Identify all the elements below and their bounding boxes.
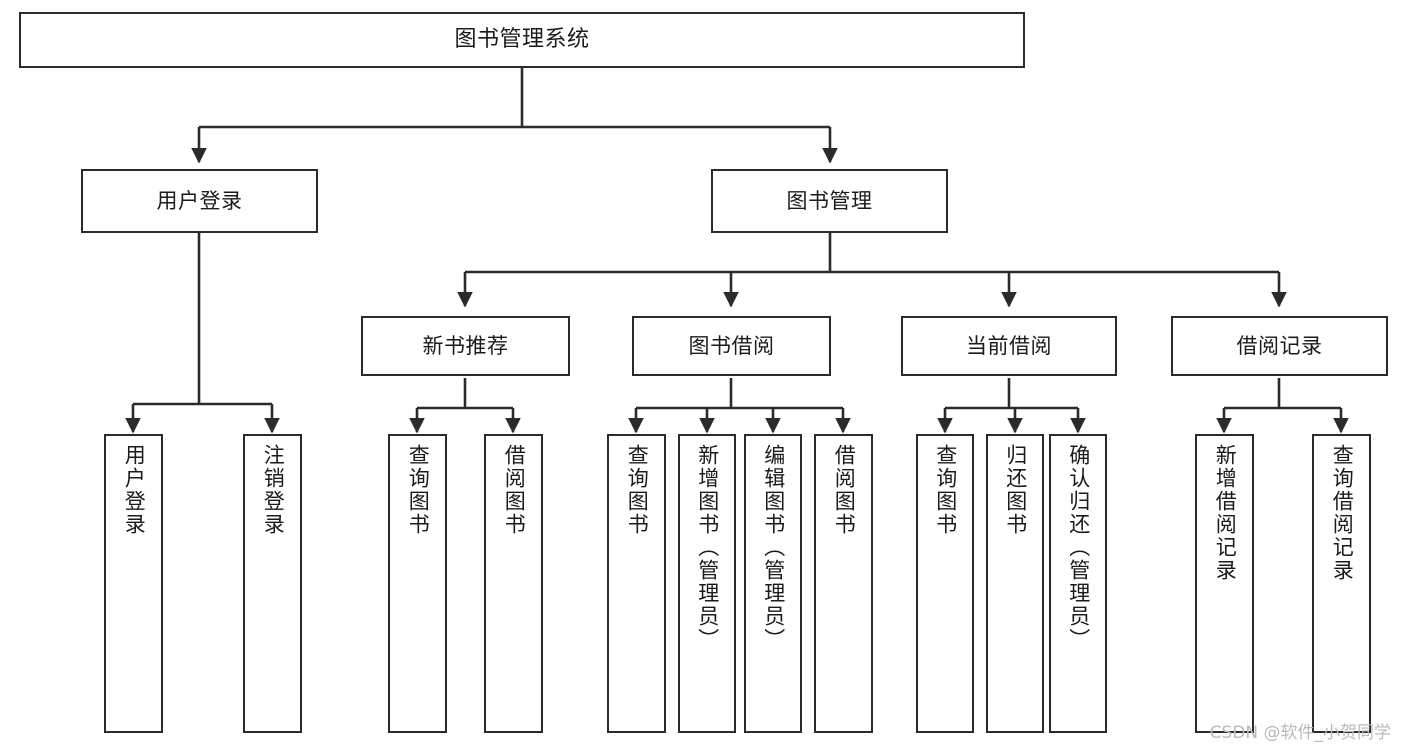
node-leaf-query-book-3-label: 查询图书 bbox=[933, 444, 958, 536]
node-leaf-add-book[interactable]: 新增图书（管理员） bbox=[678, 434, 736, 733]
node-leaf-query-book-1[interactable]: 查询图书 bbox=[388, 434, 447, 733]
node-new-book-rec[interactable]: 新书推荐 bbox=[361, 316, 570, 376]
node-leaf-edit-book-label: 编辑图书（管理员） bbox=[761, 444, 786, 651]
node-leaf-query-record-label: 查询借阅记录 bbox=[1330, 444, 1355, 582]
node-leaf-query-book-3[interactable]: 查询图书 bbox=[916, 434, 974, 733]
node-book-borrow-label: 图书借阅 bbox=[688, 333, 775, 358]
node-book-manage-label: 图书管理 bbox=[786, 188, 873, 213]
node-leaf-logout-label: 注销登录 bbox=[261, 444, 286, 536]
node-root[interactable]: 图书管理系统 bbox=[19, 12, 1025, 68]
node-leaf-query-book-1-label: 查询图书 bbox=[406, 444, 431, 536]
node-leaf-query-record[interactable]: 查询借阅记录 bbox=[1312, 434, 1371, 733]
node-leaf-borrow-book-2-label: 借阅图书 bbox=[832, 444, 857, 536]
node-book-manage[interactable]: 图书管理 bbox=[711, 169, 948, 233]
node-leaf-query-book-2[interactable]: 查询图书 bbox=[607, 434, 666, 733]
node-leaf-user-login[interactable]: 用户登录 bbox=[104, 434, 163, 733]
watermark: CSDN @软件_小贺同学 bbox=[1209, 723, 1391, 743]
node-leaf-return-book-label: 归还图书 bbox=[1003, 444, 1028, 536]
node-current-borrow-label: 当前借阅 bbox=[966, 333, 1052, 358]
node-leaf-edit-book[interactable]: 编辑图书（管理员） bbox=[744, 434, 802, 733]
node-borrow-record[interactable]: 借阅记录 bbox=[1171, 316, 1388, 376]
node-leaf-query-book-2-label: 查询图书 bbox=[625, 444, 650, 536]
node-leaf-logout[interactable]: 注销登录 bbox=[243, 434, 302, 733]
node-leaf-user-login-label: 用户登录 bbox=[122, 444, 147, 536]
node-current-borrow[interactable]: 当前借阅 bbox=[901, 316, 1117, 376]
node-leaf-borrow-book-1[interactable]: 借阅图书 bbox=[484, 434, 543, 733]
node-leaf-borrow-book-1-label: 借阅图书 bbox=[502, 444, 527, 536]
node-leaf-confirm-return-label: 确认归还（管理员） bbox=[1066, 444, 1091, 651]
node-user-login-label: 用户登录 bbox=[156, 188, 243, 213]
node-user-login[interactable]: 用户登录 bbox=[81, 169, 318, 233]
node-leaf-add-record[interactable]: 新增借阅记录 bbox=[1195, 434, 1254, 733]
node-book-borrow[interactable]: 图书借阅 bbox=[632, 316, 831, 376]
node-borrow-record-label: 借阅记录 bbox=[1236, 333, 1323, 358]
node-leaf-add-book-label: 新增图书（管理员） bbox=[695, 444, 720, 651]
node-leaf-borrow-book-2[interactable]: 借阅图书 bbox=[814, 434, 873, 733]
node-new-book-rec-label: 新书推荐 bbox=[422, 333, 509, 358]
node-root-label: 图书管理系统 bbox=[454, 27, 590, 53]
node-leaf-add-record-label: 新增借阅记录 bbox=[1213, 444, 1238, 582]
node-leaf-confirm-return[interactable]: 确认归还（管理员） bbox=[1049, 434, 1107, 733]
node-leaf-return-book[interactable]: 归还图书 bbox=[986, 434, 1044, 733]
